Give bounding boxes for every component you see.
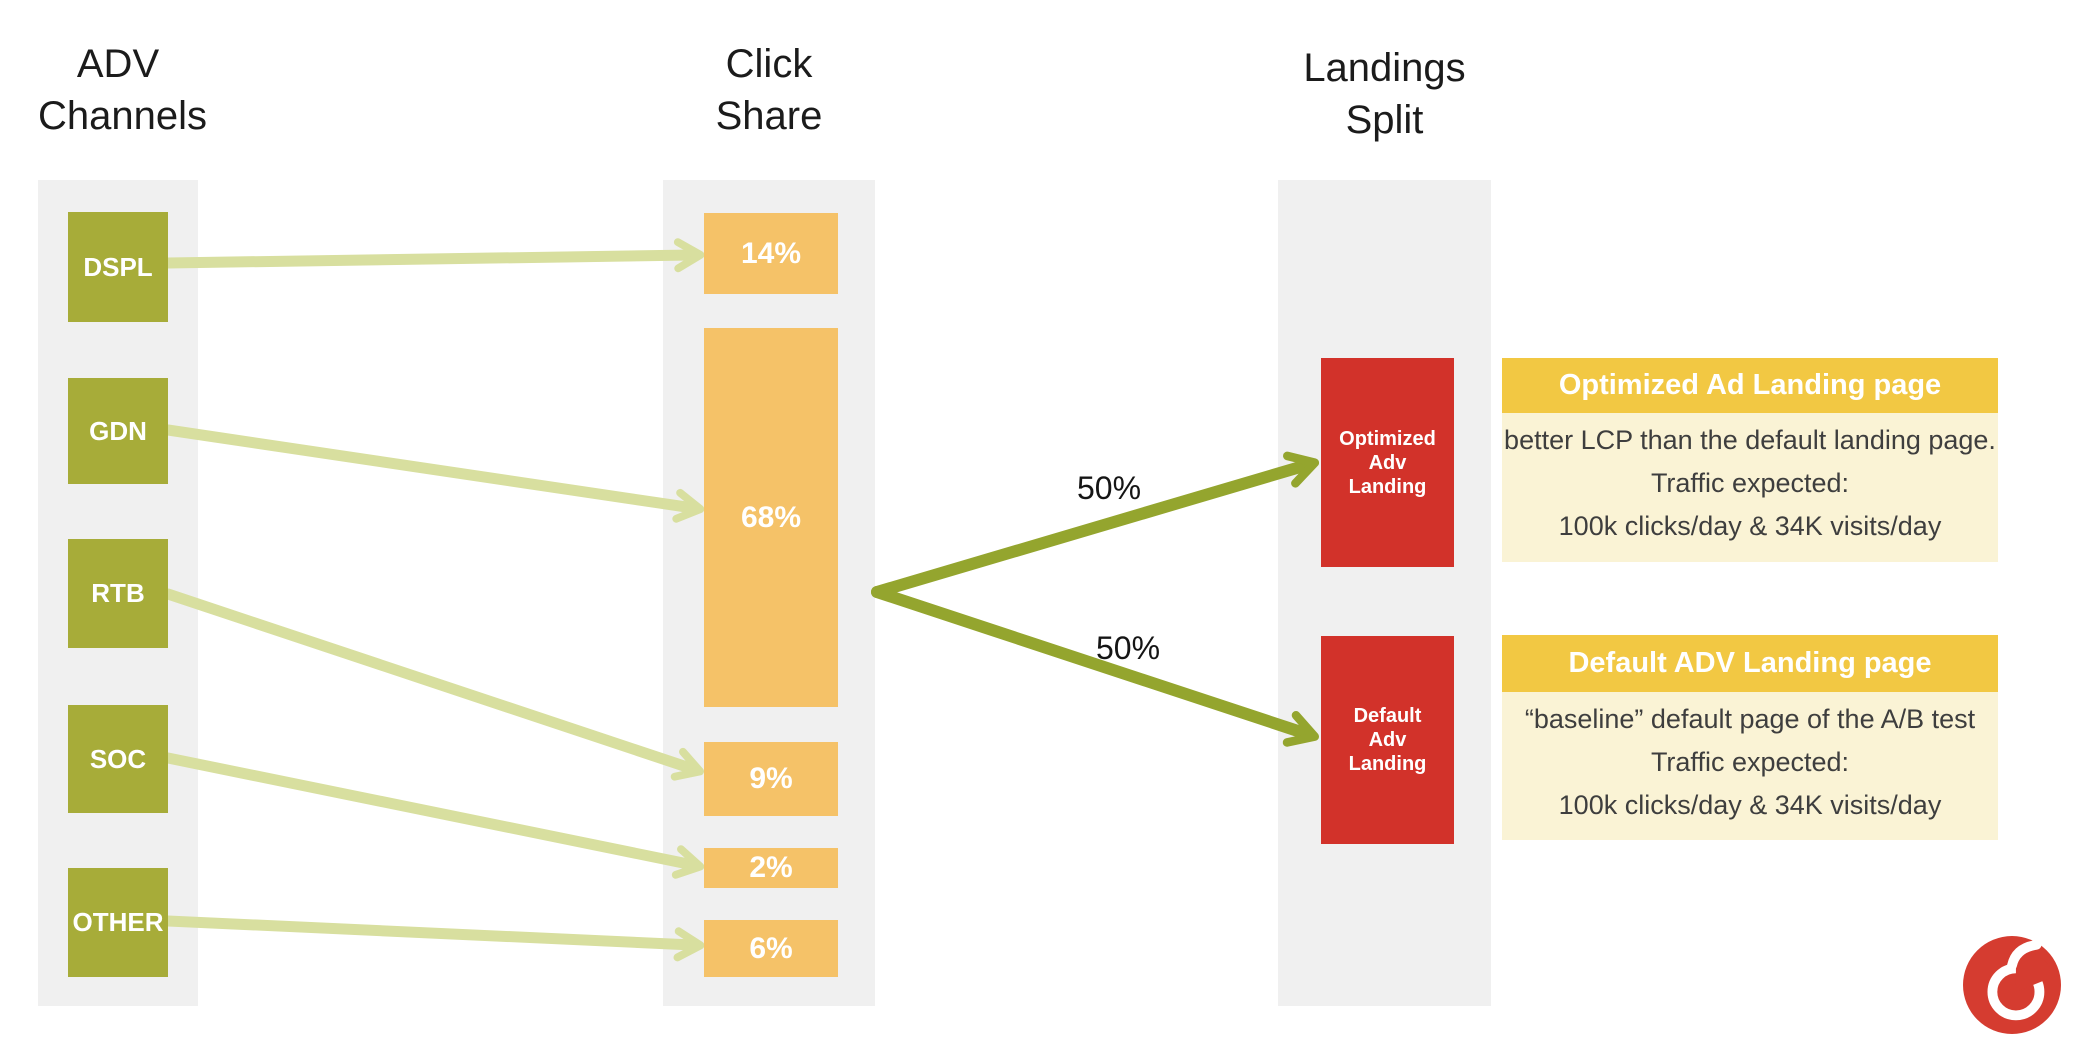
optimized-card-title: Optimized Ad Landing page [1502, 358, 1998, 413]
optimized-card-line-3: 100k clicks/day & 34K visits/day [1558, 511, 1942, 541]
share-box-68: 68% [704, 328, 838, 707]
default-card-line-2: Traffic expected: [1650, 747, 1850, 777]
landing-box-default: Default Adv Landing [1321, 636, 1454, 844]
adv-channels-title: ADV Channels [38, 42, 208, 138]
optimized-card-line-2: Traffic expected: [1650, 468, 1850, 498]
optimized-card-body: better LCP than the default landing page… [1502, 413, 1998, 562]
split-label-bottom: 50% [1095, 630, 1161, 666]
channel-box-other: OTHER [68, 868, 168, 977]
default-card-line-3: 100k clicks/day & 34K visits/day [1558, 790, 1942, 820]
click-share-title: Click Share [715, 42, 823, 138]
share-box-14: 14% [704, 213, 838, 294]
arrow-other-to-6 [162, 915, 705, 962]
default-card-line-1: “baseline” default page of the A/B test [1524, 704, 1976, 734]
default-card-body: “baseline” default page of the A/B test … [1502, 692, 1998, 840]
channel-box-dspl: DSPL [68, 212, 168, 322]
arrow-gdn-to-68 [162, 424, 705, 523]
channel-box-gdn: GDN [68, 378, 168, 484]
share-box-9: 9% [704, 742, 838, 816]
arrow-dspl-to-14 [162, 238, 705, 273]
split-label-top: 50% [1076, 470, 1142, 506]
channel-box-rtb: RTB [68, 539, 168, 648]
vodafone-speechmark-icon [1963, 936, 2061, 1034]
share-box-2: 2% [704, 848, 838, 888]
landings-split-panel [1278, 180, 1491, 1006]
landings-split-title: Landings Split [1303, 46, 1466, 142]
channel-box-soc: SOC [68, 705, 168, 813]
arrow-rtb-to-9 [162, 588, 705, 781]
landing-box-optimized: Optimized Adv Landing [1321, 358, 1454, 567]
share-box-6: 6% [704, 920, 838, 977]
optimized-card-line-1: better LCP than the default landing page… [1504, 425, 1996, 455]
default-card-title: Default ADV Landing page [1502, 635, 1998, 692]
arrow-soc-to-2 [162, 752, 705, 879]
